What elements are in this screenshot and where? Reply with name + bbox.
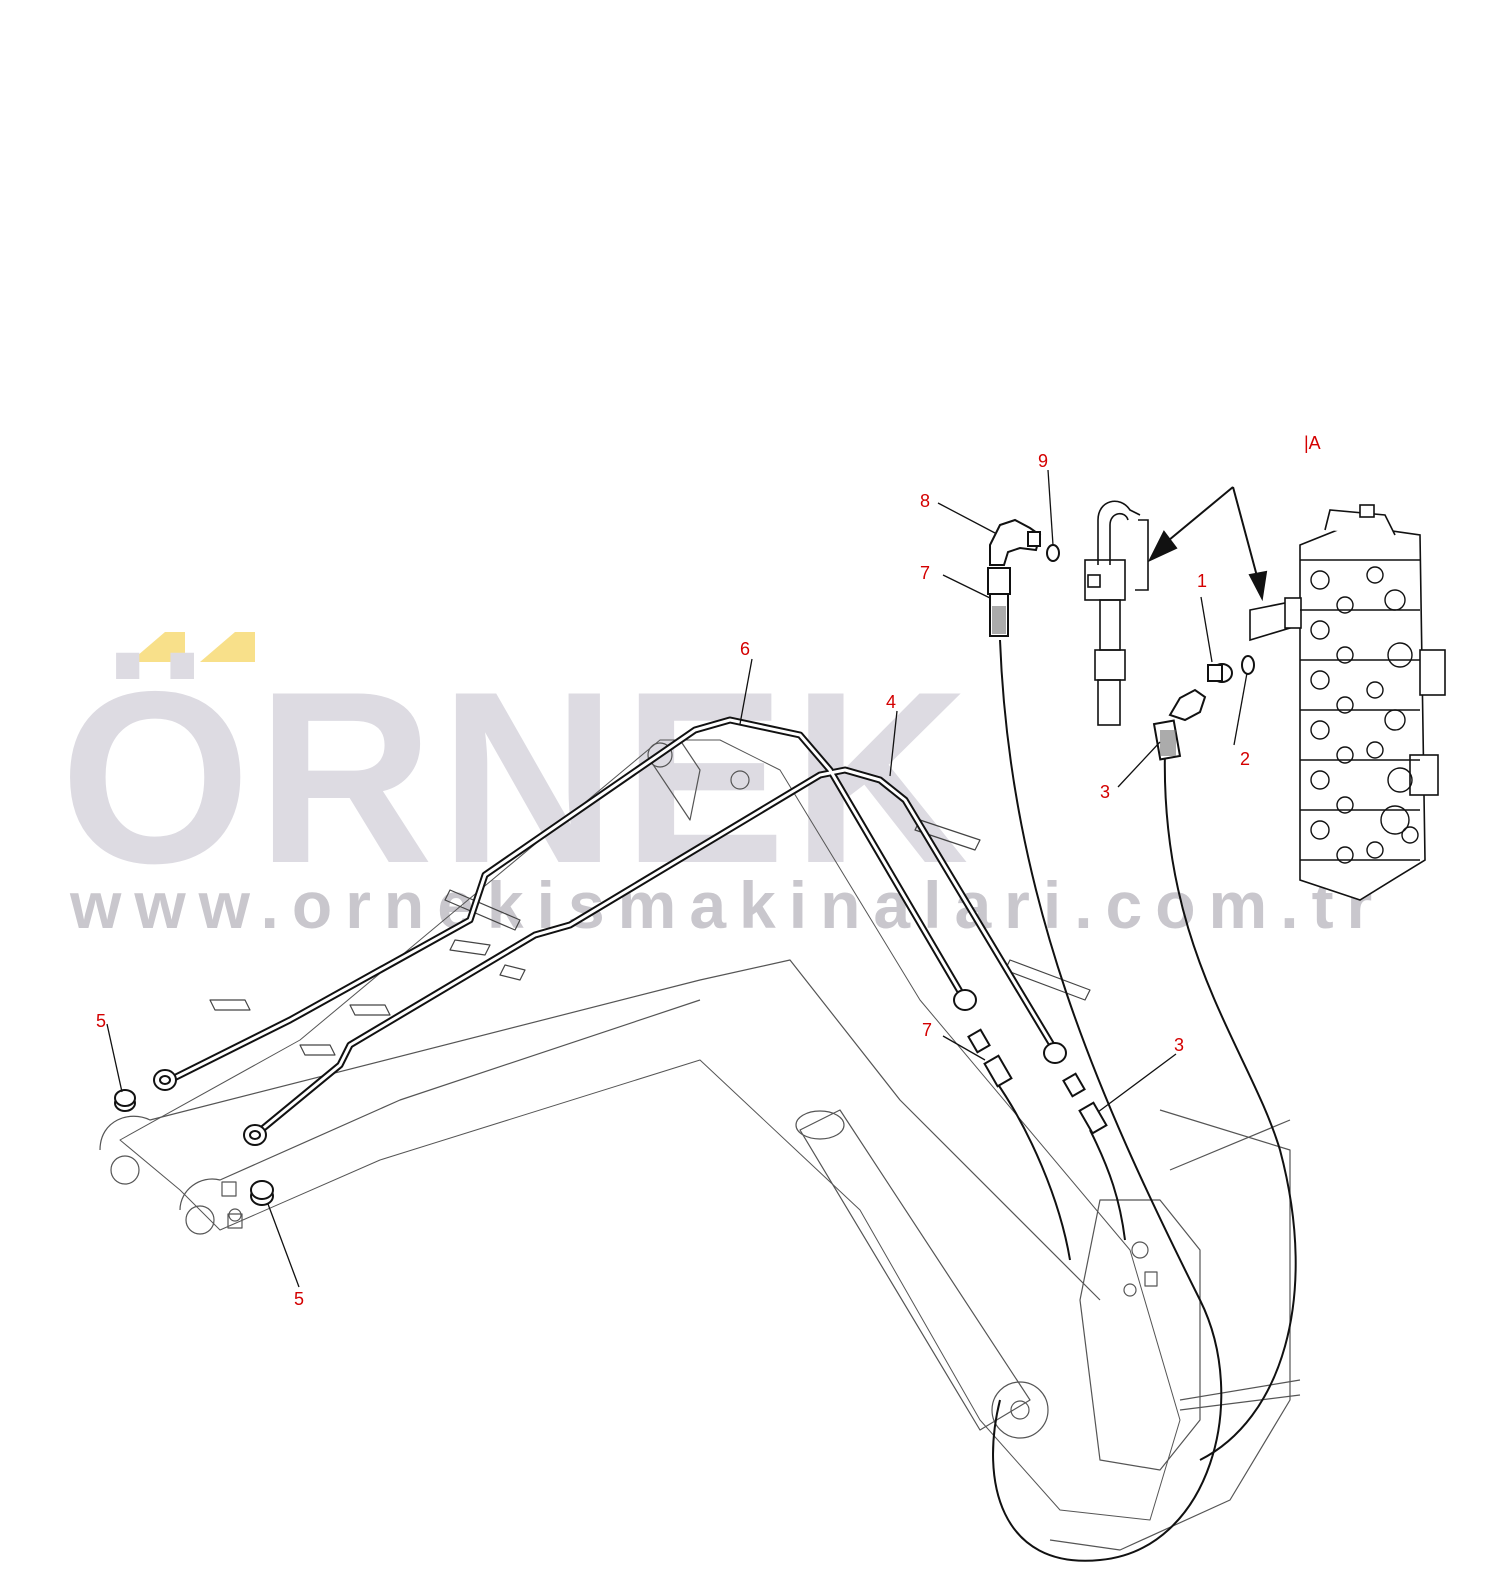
view-a-label: |A xyxy=(1304,433,1321,453)
watermark-url: www.ornekismakinalari.com.tr xyxy=(70,868,1386,942)
accent-mark-left xyxy=(130,632,185,662)
callout-2: 2 xyxy=(1240,749,1251,769)
callout-5-upper: 5 xyxy=(96,1011,107,1031)
callout-1: 1 xyxy=(1197,571,1208,591)
callout-7-upper: 7 xyxy=(920,563,931,583)
accent-mark-right xyxy=(200,632,255,662)
callout-5-lower: 5 xyxy=(294,1289,305,1309)
callout-6: 6 xyxy=(740,639,751,659)
callout-8: 8 xyxy=(920,491,931,511)
callout-3-lower: 3 xyxy=(1174,1035,1185,1055)
callout-7-lower: 7 xyxy=(922,1020,933,1040)
callout-4: 4 xyxy=(886,692,897,712)
callout-3-upper: 3 xyxy=(1100,782,1111,802)
callout-9: 9 xyxy=(1038,451,1049,471)
